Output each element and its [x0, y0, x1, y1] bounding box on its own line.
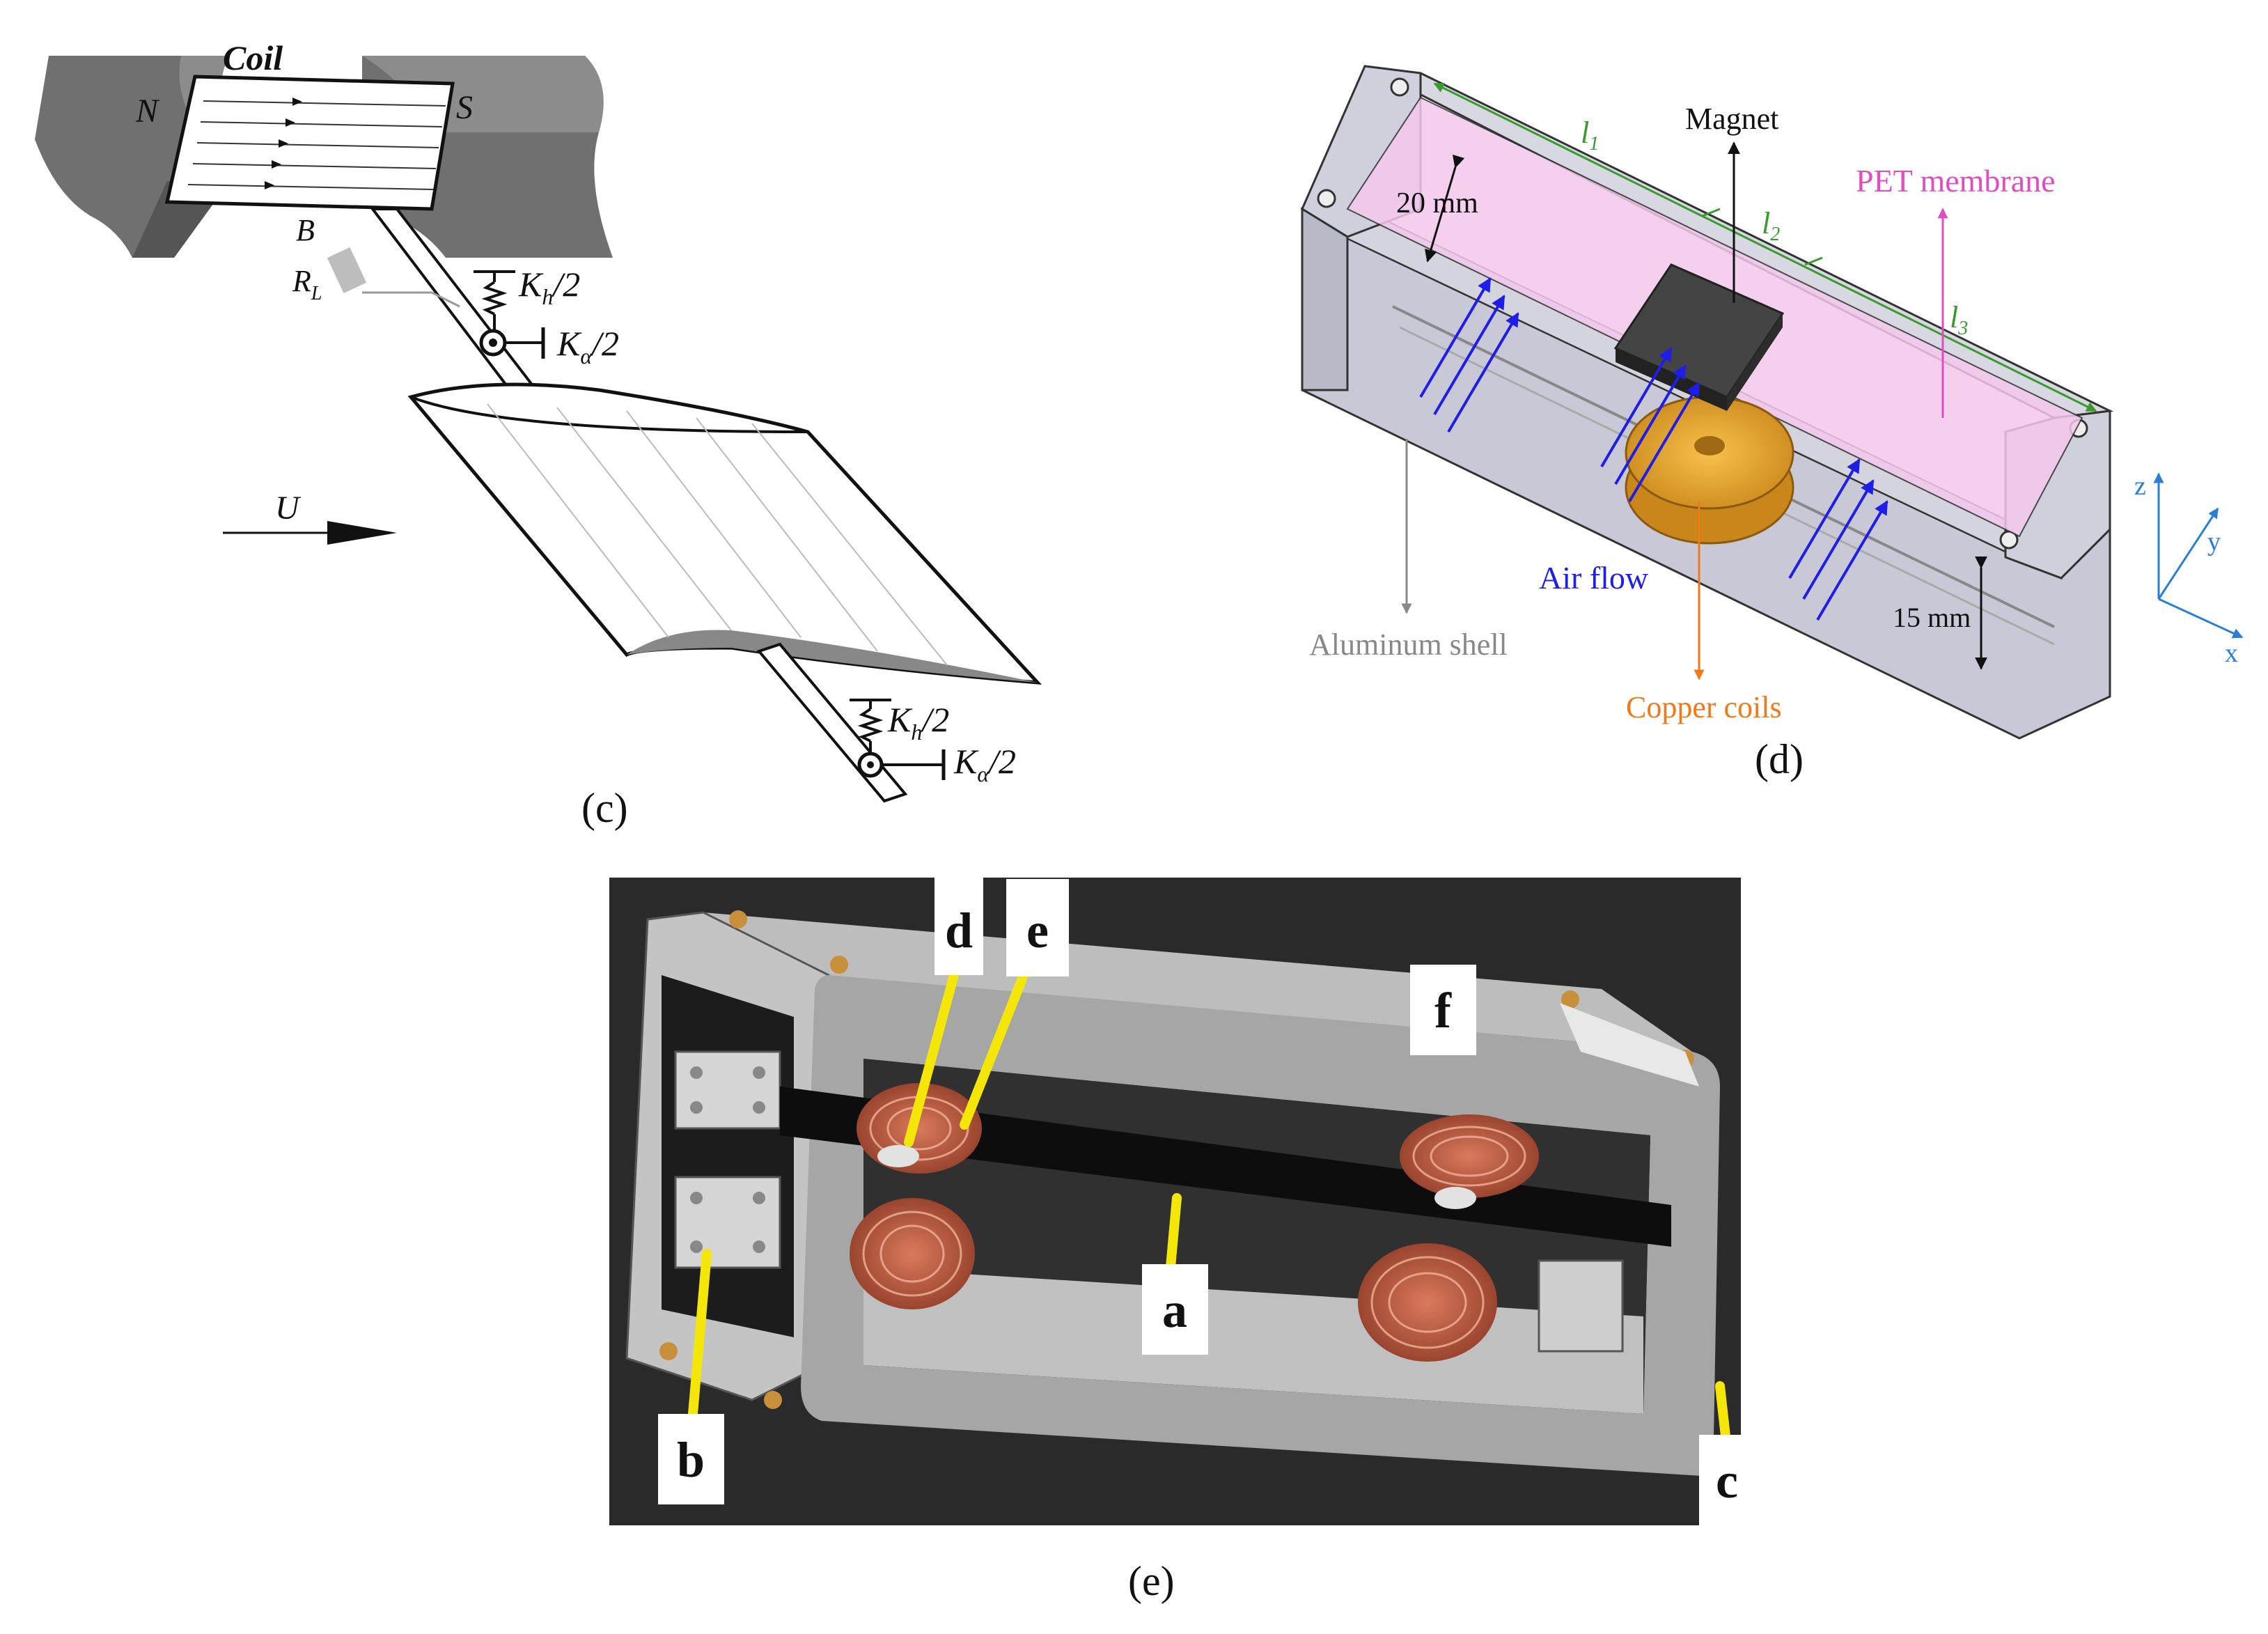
label-n: N [135, 93, 160, 130]
label-l2: l2 [1762, 206, 1780, 245]
label-spring-top: Kh/2 [518, 265, 580, 309]
label-axis-z: z [2134, 472, 2146, 501]
label-spring-bottom: Kh/2 [887, 700, 949, 745]
label-copper-coils: Copper coils [1626, 690, 1782, 724]
label-flow-u: U [275, 490, 302, 527]
caption-d: (d) [1755, 736, 1804, 782]
load-resistor [327, 247, 367, 293]
label-coil: Coil [223, 38, 283, 77]
label-pet-membrane: PET membrane [1856, 163, 2056, 199]
svg-text:c: c [1716, 1453, 1738, 1509]
label-box-b: b [658, 1414, 724, 1504]
svg-text:d: d [945, 903, 973, 958]
label-20mm: 20 mm [1396, 187, 1478, 219]
label-air-flow: Air flow [1539, 560, 1649, 596]
svg-text:a: a [1162, 1282, 1187, 1338]
label-box-d: d [934, 878, 983, 975]
panel-d: l1 l2 l3 Magnet PET membrane 20 mm 15 mm… [1300, 65, 2244, 782]
label-torsion-bottom: Kα/2 [953, 742, 1016, 786]
torsion-spring-bottom [857, 749, 946, 780]
panel-c: N S Coil B RL Kh/2 Kα/2 U Kh/2 Kα/2 (c) [35, 38, 1042, 831]
coils [850, 1083, 1539, 1362]
label-l1: l1 [1581, 116, 1599, 155]
label-box-a: a [1142, 1264, 1208, 1355]
caption-e: (e) [1128, 1558, 1175, 1604]
label-field-b: B [296, 213, 315, 247]
aluminum-frame [801, 975, 1720, 1477]
leader-lines [688, 970, 1732, 1454]
caption-c: (c) [581, 785, 628, 831]
label-box-e: e [1006, 879, 1069, 976]
label-s: S [456, 89, 473, 126]
flow-arrow [223, 521, 397, 545]
label-aluminum-shell: Aluminum shell [1309, 628, 1508, 662]
length-dimension [1433, 82, 2097, 412]
clamp-lower [674, 1176, 781, 1269]
svg-text:f: f [1434, 983, 1452, 1038]
torsion-spring-top [479, 327, 545, 359]
label-box-f: f [1410, 965, 1476, 1055]
label-load: RL [292, 264, 322, 304]
label-torsion-top: Kα/2 [556, 324, 619, 368]
spring-top [474, 270, 515, 331]
label-axis-x: x [2225, 639, 2238, 668]
svg-text:b: b [677, 1432, 705, 1488]
svg-text:e: e [1026, 903, 1049, 958]
label-l3: l3 [1950, 300, 1968, 339]
air-flow-arrows [1419, 277, 1888, 621]
airfoil-wing [407, 382, 1042, 685]
label-magnet: Magnet [1685, 102, 1778, 136]
panel-e: a b c d e f (e) [609, 878, 1741, 1604]
coordinate-axes [2153, 472, 2244, 639]
clamp-upper [674, 1050, 781, 1130]
label-axis-y: y [2207, 527, 2221, 557]
label-15mm: 15 mm [1893, 602, 1971, 633]
coil [164, 75, 455, 211]
label-box-c: c [1699, 1435, 1741, 1525]
magnet-disc [877, 1145, 919, 1167]
copper-coil [1625, 396, 1794, 545]
